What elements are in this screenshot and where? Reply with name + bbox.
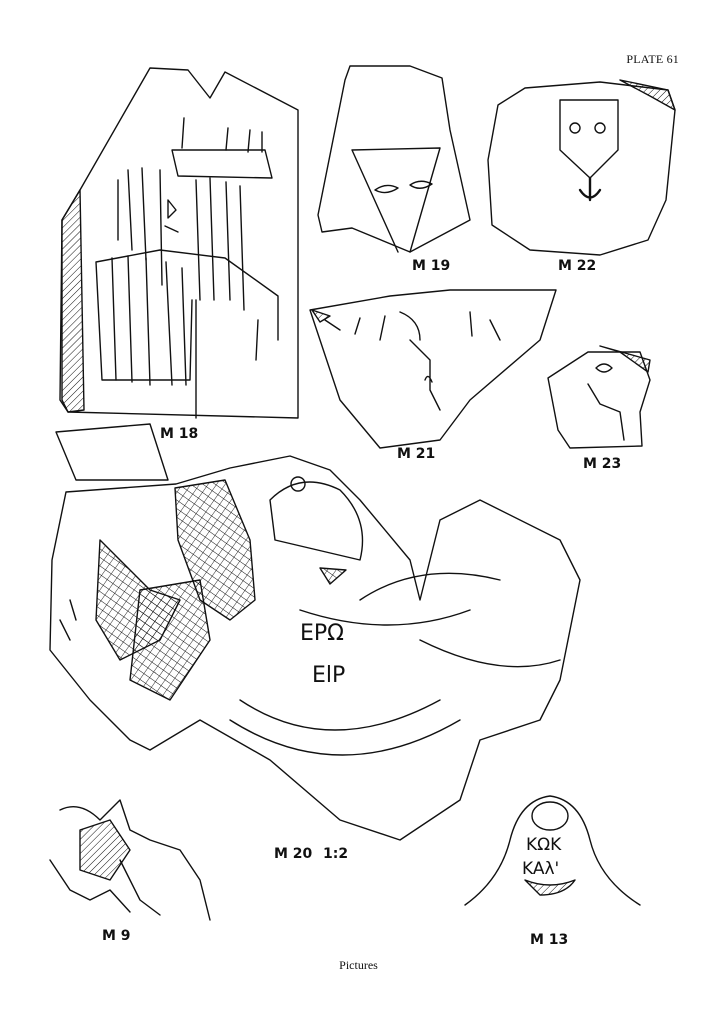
inscription-m20-line1: EPΩ — [300, 621, 344, 646]
inscription-m20-line2: ElP — [312, 663, 345, 688]
inscription-m13-line1: KΩK — [526, 835, 562, 855]
plate-caption: Pictures — [339, 958, 378, 972]
caption-m18: M 18 — [160, 426, 199, 442]
plate-number: PLATE 61 — [626, 52, 679, 66]
caption-m9: M 9 — [102, 928, 131, 944]
fragment-m21 — [309, 289, 557, 449]
fragment-m13: KΩK KAλ' — [464, 795, 641, 906]
fragment-m9 — [49, 799, 211, 921]
caption-m23: M 23 — [583, 456, 622, 472]
fragment-m19 — [317, 65, 471, 253]
caption-m13: M 13 — [530, 932, 569, 948]
fragment-m22 — [487, 79, 676, 256]
caption-m19: M 19 — [412, 258, 451, 274]
fragment-m23 — [547, 345, 651, 449]
caption-m20: M 20 — [274, 846, 313, 862]
caption-m22: M 22 — [558, 258, 597, 274]
caption-m21: M 21 — [397, 446, 436, 462]
inscription-m13-line2: KAλ' — [522, 859, 559, 879]
fragment-m18 — [59, 67, 299, 419]
fragment-m20: EPΩ ElP — [49, 423, 581, 841]
scale-ratio: 1:2 — [323, 846, 349, 862]
